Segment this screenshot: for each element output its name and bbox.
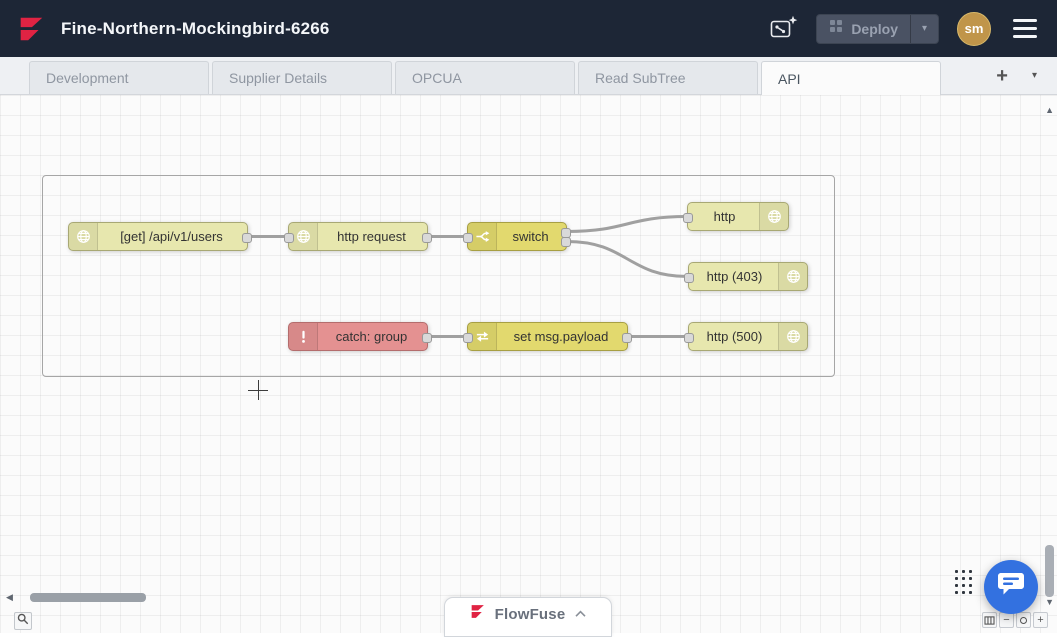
tab-label: API [778, 70, 801, 87]
tab-label: OPCUA [412, 70, 462, 86]
tab-label: Read SubTree [595, 70, 686, 86]
tab-supplier-details[interactable]: Supplier Details [212, 61, 392, 94]
output-port[interactable] [242, 232, 252, 243]
horizontal-scrollbar-thumb[interactable] [30, 593, 146, 602]
deploy-icon [829, 19, 843, 38]
chat-bubble-icon [997, 571, 1025, 603]
globe-icon [289, 223, 318, 250]
node-label: http (403) [706, 269, 763, 284]
input-port[interactable] [683, 212, 693, 223]
tab-opcua[interactable]: OPCUA [395, 61, 575, 94]
node-label: switch [512, 229, 549, 244]
globe-icon [778, 323, 807, 350]
header-actions: Deploy ▾ sm [768, 11, 1041, 46]
tab-list-button[interactable]: ▾ [1026, 70, 1043, 82]
output-port[interactable] [422, 332, 432, 343]
user-avatar[interactable]: sm [957, 11, 991, 46]
input-port[interactable] [463, 332, 473, 343]
output-port[interactable] [422, 232, 432, 243]
input-port[interactable] [463, 232, 473, 243]
node-catch-group[interactable]: catch: group [288, 322, 432, 351]
flow-canvas[interactable]: [get] /api/v1/users http request switch htt… [0, 95, 1057, 633]
input-port[interactable] [684, 272, 694, 283]
globe-icon [759, 203, 788, 230]
node-set-msg-payload[interactable]: set msg.payload [463, 322, 632, 351]
tab-actions: + ▾ [990, 57, 1057, 94]
output-port[interactable] [622, 332, 632, 343]
node-http-response-403[interactable]: http (403) [684, 262, 808, 291]
tab-label: Development [46, 70, 129, 86]
vertical-scrollbar-thumb[interactable] [1045, 545, 1054, 597]
search-icon [17, 612, 29, 630]
node-label: set msg.payload [513, 329, 609, 344]
node-http-request[interactable]: http request [284, 222, 432, 251]
globe-icon [778, 263, 807, 290]
node-http-response[interactable]: http [683, 202, 789, 231]
dashboard-icon[interactable] [768, 14, 798, 44]
instance-title: Fine-Northern-Mockingbird-6266 [61, 18, 330, 38]
node-label: [get] /api/v1/users [120, 229, 223, 244]
output-port[interactable] [561, 227, 571, 238]
zoom-reset-icon [1020, 616, 1027, 624]
zoom-out-button[interactable]: − [999, 612, 1014, 628]
zoom-reset-button[interactable] [1016, 612, 1031, 628]
flowfuse-drawer-toggle[interactable]: FlowFuse [444, 597, 612, 637]
globe-icon [69, 223, 98, 250]
scroll-left-icon[interactable]: ◀ [6, 592, 13, 602]
workspace-tabs: Development Supplier Details OPCUA Read … [0, 57, 1057, 95]
node-label: http [713, 209, 736, 224]
flow-group[interactable] [42, 175, 835, 377]
menu-icon[interactable] [1009, 15, 1041, 42]
deploy-options-button[interactable]: ▾ [910, 14, 938, 43]
alert-icon [289, 323, 318, 350]
zoom-in-button[interactable]: + [1033, 612, 1048, 628]
node-label: http (500) [706, 329, 763, 344]
deploy-label: Deploy [851, 20, 898, 37]
output-port[interactable] [561, 237, 571, 248]
scroll-up-icon[interactable]: ▲ [1045, 105, 1054, 115]
navigator-toggle-button[interactable] [982, 612, 997, 628]
input-port[interactable] [284, 232, 294, 243]
tab-development[interactable]: Development [29, 61, 209, 94]
node-label: catch: group [335, 329, 408, 344]
chevron-up-icon [574, 605, 587, 623]
input-port[interactable] [684, 332, 694, 343]
flowfuse-logo-icon[interactable] [16, 14, 46, 44]
node-label: http request [337, 229, 406, 244]
drag-handle-icon[interactable] [955, 570, 974, 601]
node-http-response-500[interactable]: http (500) [684, 322, 808, 351]
tab-read-subtree[interactable]: Read SubTree [578, 61, 758, 94]
canvas-controls: − + [982, 612, 1048, 628]
node-http-in-get-users[interactable]: [get] /api/v1/users [68, 222, 252, 251]
tab-api[interactable]: API [761, 61, 941, 95]
chat-launcher[interactable] [984, 560, 1038, 614]
tab-label: Supplier Details [229, 70, 328, 86]
flowfuse-logo-icon [469, 603, 486, 625]
cursor-crosshair-v [258, 380, 259, 400]
scroll-down-icon[interactable]: ▼ [1045, 597, 1054, 607]
add-flow-button[interactable]: + [990, 65, 1014, 87]
deploy-button[interactable]: Deploy ▾ [816, 13, 939, 44]
flowfuse-brand-label: FlowFuse [494, 605, 566, 623]
search-flows-button[interactable] [14, 612, 32, 630]
header: Fine-Northern-Mockingbird-6266 Deploy [0, 0, 1057, 57]
node-switch[interactable]: switch [463, 222, 571, 251]
chevron-down-icon: ▾ [921, 23, 928, 34]
